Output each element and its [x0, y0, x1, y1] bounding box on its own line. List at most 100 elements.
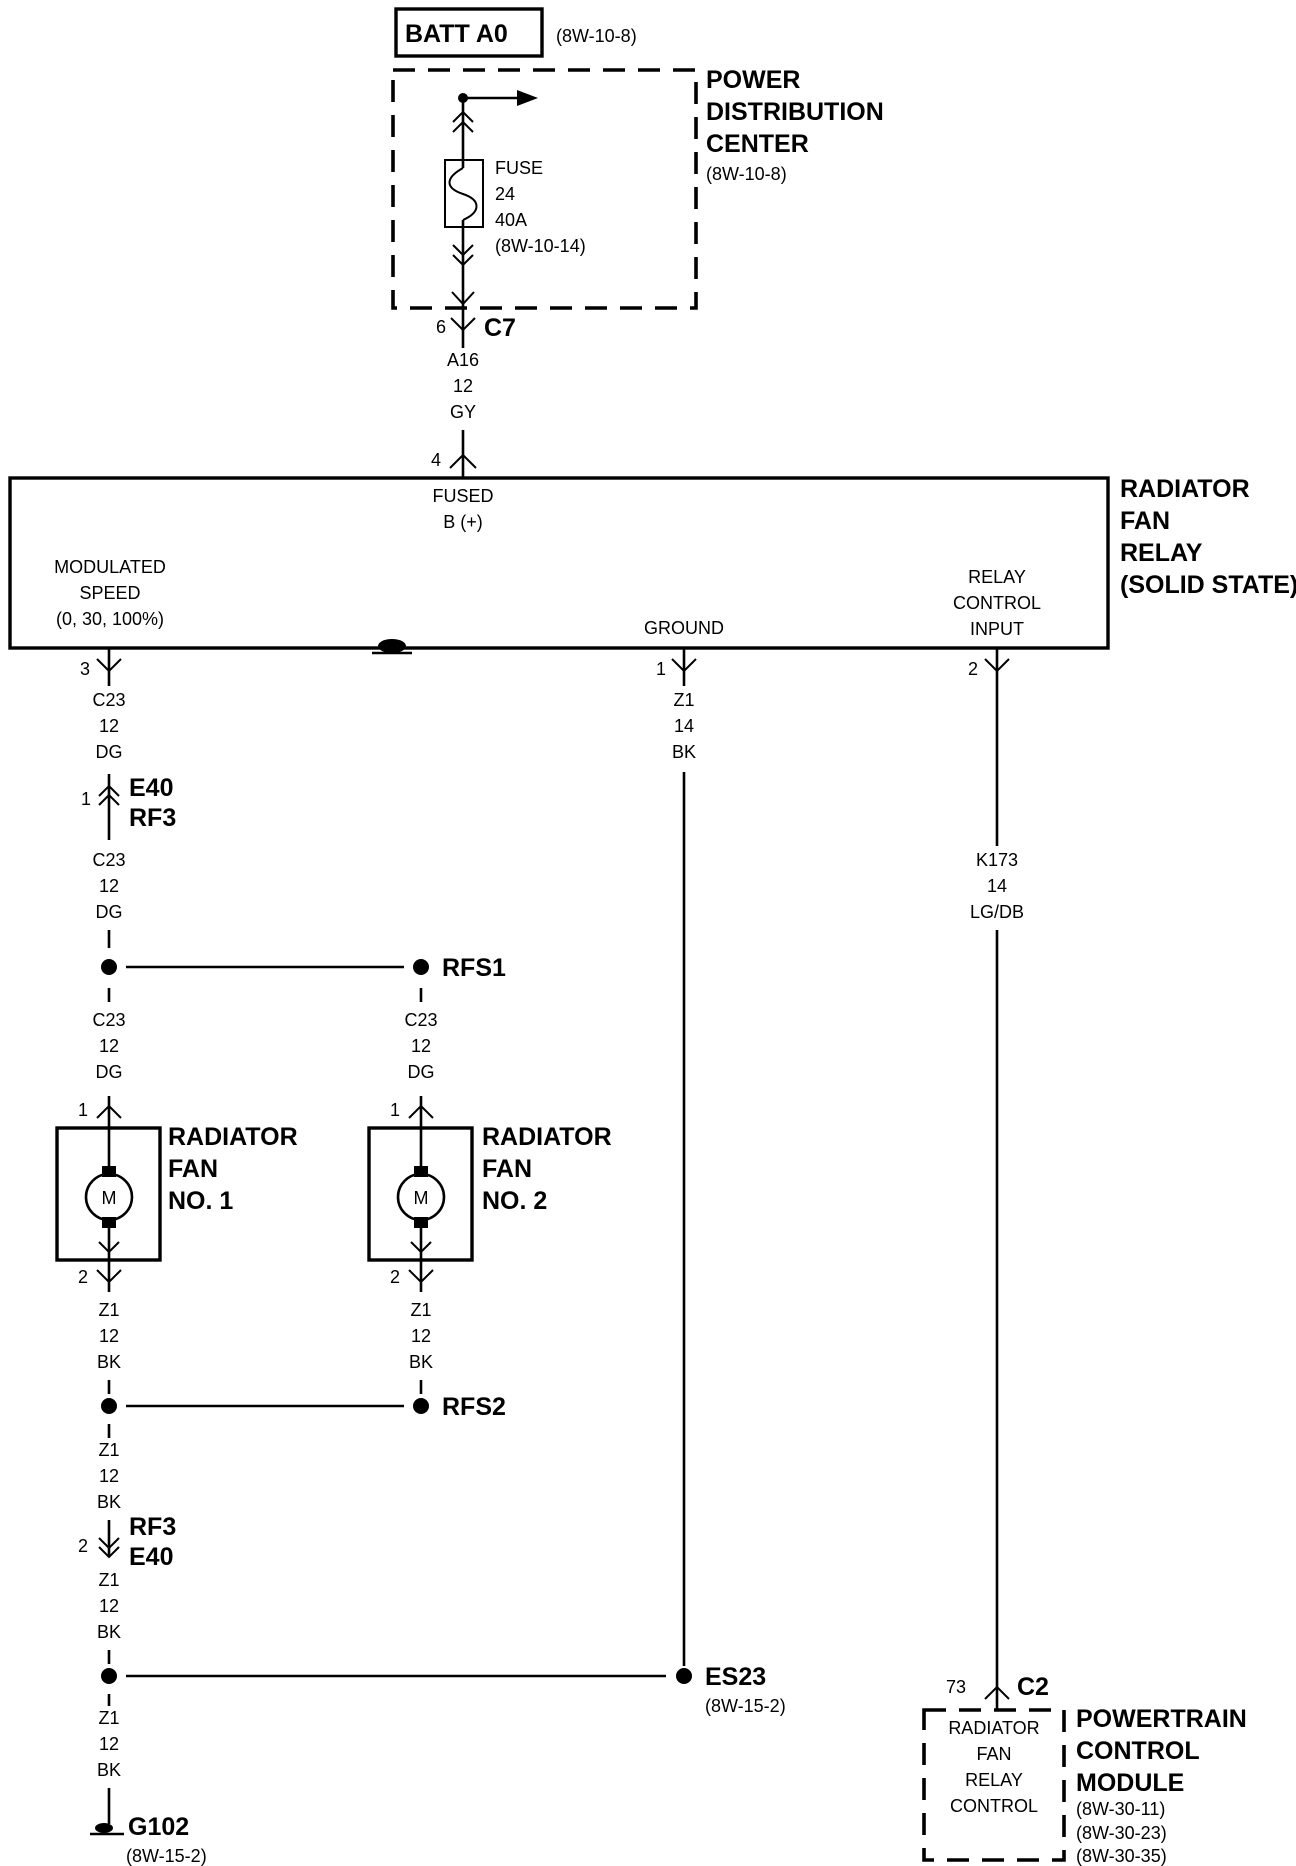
- rf3-bottom-connector-icon-2: [98, 1546, 120, 1559]
- fan1-pin-out: 2: [78, 1267, 88, 1287]
- es23-left-splice-dot: [101, 1668, 117, 1684]
- rfs2-label: RFS2: [442, 1393, 506, 1421]
- wire-z1-e-1: Z1: [98, 1708, 119, 1728]
- fan1-brush-top: [102, 1166, 116, 1177]
- wire-k173-1: K173: [976, 850, 1018, 870]
- batt-box: [394, 7, 544, 58]
- relay-pin-fused: 4: [431, 450, 441, 470]
- batt-ref: (8W-10-8): [556, 26, 637, 46]
- relay-title-4: (SOLID STATE): [1120, 571, 1296, 599]
- e40-top-name-2: RF3: [129, 804, 176, 832]
- wire-k173-3: LG/DB: [970, 902, 1024, 922]
- wire-z1-b-3: BK: [409, 1352, 433, 1372]
- fuse-connector-top-1: [452, 110, 474, 123]
- pcm-title-2: CONTROL: [1076, 1737, 1200, 1765]
- rf3-bottom-connector-icon-1: [98, 1537, 120, 1550]
- fuse-label-1: FUSE: [495, 158, 543, 178]
- pdc-output-arrow-icon: [517, 90, 538, 106]
- pcm-ref-3: (8W-30-35): [1076, 1846, 1167, 1866]
- c7-wire-label-3: GY: [450, 402, 476, 422]
- fuse-connector-bot-1: [452, 244, 474, 257]
- pcm-inner-2: FAN: [976, 1744, 1011, 1764]
- fuse-connector-bot-2: [452, 254, 474, 267]
- es23-ref: (8W-15-2): [705, 1696, 786, 1716]
- fan2-pin-out: 2: [390, 1267, 400, 1287]
- relay-box: [8, 476, 1110, 650]
- fan1-title-1: RADIATOR: [168, 1123, 298, 1151]
- relay-control-2: CONTROL: [953, 593, 1041, 613]
- e40-top-connector-icon-1: [98, 784, 120, 797]
- wire-z1-gnd-3: BK: [672, 742, 696, 762]
- es23-splice-dot: [676, 1668, 692, 1684]
- wire-c23-b-3: DG: [96, 902, 123, 922]
- wire-c23-b-2: 12: [99, 876, 119, 896]
- wire-z1-a-2: 12: [99, 1326, 119, 1346]
- rfs1-splice-dot: [413, 959, 429, 975]
- e40-top-name-1: E40: [129, 774, 173, 802]
- relay-pin-mod: 3: [80, 659, 90, 679]
- c7-wire-label-1: A16: [447, 350, 479, 370]
- rf3-bottom-name-2: E40: [129, 1543, 173, 1571]
- fan2-motor-label: M: [414, 1188, 429, 1208]
- pdc-title-3: CENTER: [706, 130, 809, 158]
- fan1-out-connector-icon: [96, 1269, 122, 1284]
- fan1-out-arrow-icon: [98, 1241, 120, 1254]
- wire-c23-b-1: C23: [92, 850, 125, 870]
- wire-c23-a-3: DG: [96, 742, 123, 762]
- pdc-box: [391, 68, 698, 310]
- g102-ref: (8W-15-2): [126, 1846, 207, 1866]
- fuse-label-4: (8W-10-14): [495, 236, 586, 256]
- fuse-connector-top-2: [452, 120, 474, 133]
- wire-z1-b-1: Z1: [410, 1300, 431, 1320]
- e40-top-pin: 1: [81, 789, 91, 809]
- fan1-pin-in: 1: [78, 1100, 88, 1120]
- fuse-label-3: 40A: [495, 210, 527, 230]
- fan2-out-connector-icon: [408, 1269, 434, 1284]
- c7-pin: 6: [436, 317, 446, 337]
- batt-label: BATT A0: [405, 20, 508, 48]
- relay-pin-gnd: 1: [656, 659, 666, 679]
- fan1-title-3: NO. 1: [168, 1187, 233, 1215]
- pdc-ref: (8W-10-8): [706, 164, 787, 184]
- wire-z1-d-2: 12: [99, 1596, 119, 1616]
- wire-c23-d-2: 12: [411, 1036, 431, 1056]
- es23-label: ES23: [705, 1663, 766, 1691]
- wire-z1-c-3: BK: [97, 1492, 121, 1512]
- wire-z1-b-2: 12: [411, 1326, 431, 1346]
- pcm-inner-4: CONTROL: [950, 1796, 1038, 1816]
- fan2-title-2: FAN: [482, 1155, 532, 1183]
- pcm-ref-1: (8W-30-11): [1076, 1799, 1165, 1819]
- fan1-motor-label: M: [102, 1188, 117, 1208]
- wire-c23-a-2: 12: [99, 716, 119, 736]
- relay-title-1: RADIATOR: [1120, 475, 1250, 503]
- relay-pin-ctrl: 2: [968, 659, 978, 679]
- pcm-inner-3: RELAY: [965, 1770, 1023, 1790]
- relay-ground-label: GROUND: [644, 618, 724, 638]
- fuse-label-2: 24: [495, 184, 515, 204]
- rf3-bottom-pin: 2: [78, 1536, 88, 1556]
- fan1-brush-bottom: [102, 1217, 116, 1228]
- relay-modulated-3: (0, 30, 100%): [56, 609, 164, 629]
- relay-case-ground-icon: [378, 639, 406, 653]
- pdc-exit-arrow-icon: [451, 291, 475, 306]
- relay-pin4-connector-icon: [449, 453, 477, 469]
- e40-top-connector-icon-2: [98, 793, 120, 806]
- wire-z1-d-1: Z1: [98, 1570, 119, 1590]
- pcm-inner-1: RADIATOR: [948, 1718, 1039, 1738]
- pcm-title-3: MODULE: [1076, 1769, 1184, 1797]
- rfs1-left-splice-dot: [101, 959, 117, 975]
- wire-c23-c-3: DG: [96, 1062, 123, 1082]
- wire-z1-e-3: BK: [97, 1760, 121, 1780]
- pcm-ref-2: (8W-30-23): [1076, 1823, 1167, 1843]
- wire-z1-c-1: Z1: [98, 1440, 119, 1460]
- wire-c23-c-1: C23: [92, 1010, 125, 1030]
- g102-ground-icon: [95, 1823, 113, 1833]
- rfs2-splice-dot: [413, 1398, 429, 1414]
- wire-z1-e-2: 12: [99, 1734, 119, 1754]
- pcm-box: [922, 1708, 1066, 1862]
- rf3-bottom-name-1: RF3: [129, 1513, 176, 1541]
- relay-fused-2: B (+): [443, 512, 483, 532]
- wire-z1-d-3: BK: [97, 1622, 121, 1642]
- c2-name: C2: [1017, 1673, 1049, 1701]
